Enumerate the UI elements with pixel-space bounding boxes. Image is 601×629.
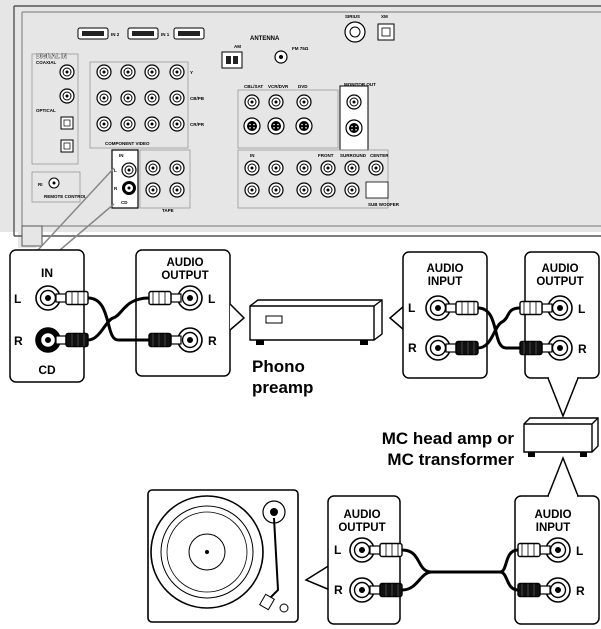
remote-control-jack: RI REMOTE CONTROL [31, 171, 87, 203]
turntable [147, 489, 299, 623]
xm-label: XM [381, 14, 388, 19]
center-label: CENTER [370, 153, 389, 158]
av-input-section: CBL/SAT VCR/DVR DVD MONITOR OUT IN FRONT… [237, 82, 400, 209]
preamp-input-r-label: R [408, 341, 417, 355]
sirius-label: SIRIUS [345, 14, 360, 19]
head-amp-input-r-label: R [576, 584, 585, 598]
head-amp-output-line2: OUTPUT [536, 276, 583, 288]
turntable-output-l-label: L [334, 543, 341, 557]
remote-control-label: REMOTE CONTROL [44, 194, 87, 199]
head-amp-input-line1: AUDIO [534, 509, 571, 521]
phono-output-l-label: L [208, 292, 215, 306]
head-amp-input-line2: INPUT [536, 522, 571, 534]
cd-label: CD [38, 363, 56, 377]
cbl-sat-label: CBL/SAT [244, 84, 263, 89]
dvd-label: DVD [298, 84, 308, 89]
phono-output-r-jack [177, 327, 203, 353]
head-amp-input-panel: AUDIO INPUT L R [514, 455, 600, 625]
antenna-section: ANTENNA AM FM 75Ω [221, 36, 309, 69]
head-amp-input-l-label: L [576, 544, 583, 558]
component-y-label: Y [190, 70, 193, 75]
turntable-output-line2: OUTPUT [338, 522, 385, 534]
head-amp-line1: MC head amp or [382, 429, 515, 448]
cd-callout-lines [37, 167, 115, 251]
panel-cd-l-label: L [114, 168, 117, 173]
digital-in-label: DIGITAL IN [36, 54, 67, 60]
phono-preamp-line2: preamp [252, 378, 313, 397]
cable-turntable-headamp [369, 542, 551, 598]
turntable-output-line1: AUDIO [343, 509, 380, 521]
component-cb-label: CB/PB [190, 96, 205, 101]
fm-label: FM 75Ω [292, 46, 309, 51]
head-amp-output-line1: AUDIO [541, 263, 578, 275]
phono-output-r-label: R [208, 334, 217, 348]
cd-in-label: IN [41, 266, 53, 280]
cable-cd-phono [55, 290, 182, 348]
cd-l-label: L [14, 292, 21, 306]
monitor-out-label: MONITOR OUT [344, 82, 376, 87]
hdmi-in1-label: IN 1 [161, 32, 170, 37]
preamp-input-l-label: L [408, 301, 415, 315]
am-label: AM [234, 44, 241, 49]
preamp-input-line1: AUDIO [426, 263, 463, 275]
panel-cd-label: CD [121, 200, 128, 205]
antenna-label: ANTENNA [250, 36, 280, 42]
front-label: FRONT [318, 153, 334, 158]
phono-preamp-line1: Phono [252, 357, 305, 376]
phono-output-panel: AUDIO OUTPUT L R [135, 249, 246, 377]
ri-label: RI [38, 182, 43, 187]
head-amp-output-r-label: R [578, 342, 587, 356]
head-amp-output-l-label: L [578, 302, 585, 316]
hdmi-ports: IN 2 IN 1 [77, 27, 205, 40]
cd-input-panel: IN L R CD [9, 249, 85, 383]
head-amp-output-panel: AUDIO OUTPUT L R [524, 251, 600, 419]
cd-tape-section: IN L R CD TAPE [111, 149, 191, 213]
phono-output-line2: OUTPUT [161, 270, 208, 282]
mc-head-amp-device: MC head amp or MC transformer [382, 417, 599, 469]
cd-r-label: R [14, 334, 23, 348]
phono-preamp-device: Phono preamp [249, 299, 383, 397]
turntable-output-panel: AUDIO OUTPUT L R [304, 495, 401, 625]
subwoofer-label: SUB WOOFER [368, 202, 400, 207]
head-amp-line2: MC transformer [387, 450, 514, 469]
component-cr-label: CR/PR [190, 122, 205, 127]
component-video-label: COMPONENT VIDEO [105, 141, 150, 146]
phono-output-l-jack [177, 285, 203, 311]
hdmi-in2-label: IN 2 [111, 32, 120, 37]
receiver-rear-panel: IN 2 IN 1 ANTENNA AM FM 75Ω SIRIUS XM [0, 0, 601, 248]
turntable-output-r-label: R [334, 583, 343, 597]
phono-output-line1: AUDIO [166, 257, 203, 269]
preamp-input-line2: INPUT [428, 276, 463, 288]
panel-cd-r-label: R [114, 186, 118, 191]
satellite-radio-section: SIRIUS XM [344, 14, 395, 43]
panel-cd-in-label: IN [119, 153, 124, 158]
surround-label: SURROUND [340, 153, 367, 158]
component-video-section: Y CB/PB CR/PR COMPONENT VIDEO [89, 61, 205, 149]
vcr-dvr-label: VCR/DVR [268, 84, 289, 89]
digital-in-section: DIGITAL IN COAXIAL OPTICAL [31, 53, 79, 165]
cable-preamp-headamp [445, 300, 553, 356]
coaxial-label: COAXIAL [36, 60, 57, 65]
in-label: IN [250, 153, 255, 158]
tape-label: TAPE [162, 208, 174, 213]
optical-label: OPTICAL [36, 108, 56, 113]
